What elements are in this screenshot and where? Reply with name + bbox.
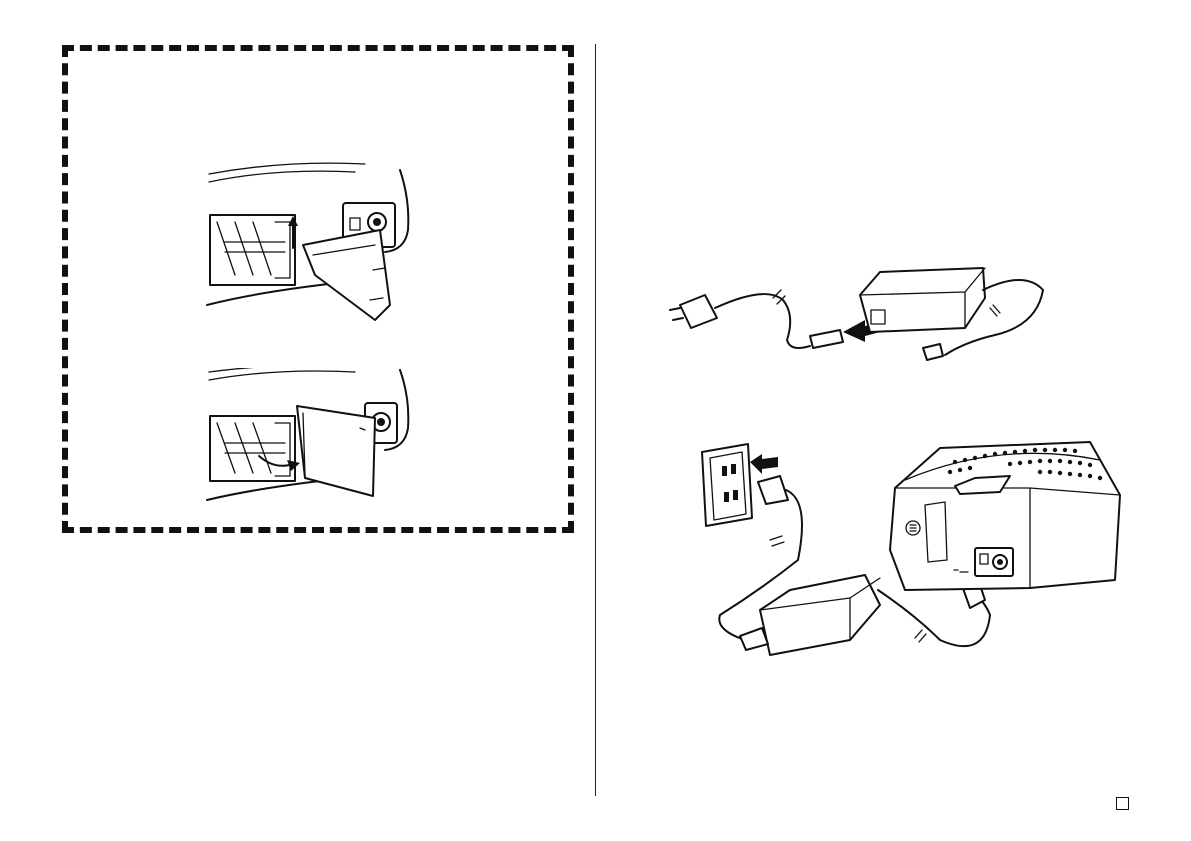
adaptor-to-outlet-and-printer-illustration [700, 440, 1125, 670]
remove-battery-cover-illustration [205, 160, 420, 325]
power-cord-to-adaptor-illustration [665, 260, 1050, 375]
column-divider [595, 44, 596, 796]
attach-battery-cover-illustration [205, 368, 420, 508]
page-number-box [1116, 797, 1129, 810]
